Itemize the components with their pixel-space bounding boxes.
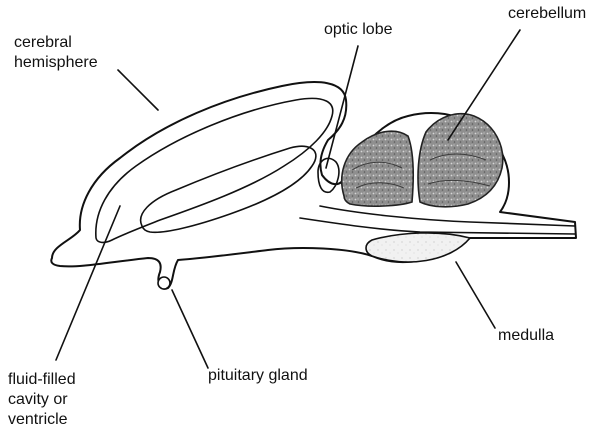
leader-ventricle: [56, 206, 120, 360]
label-pituitary-gland: pituitary gland: [208, 367, 308, 384]
label-cerebellum: cerebellum: [508, 5, 586, 22]
label-ventricle-line3: ventricle: [8, 411, 68, 428]
ventricle-outline: [141, 146, 316, 232]
label-ventricle: fluid-filled cavity or ventricle: [8, 371, 80, 428]
leader-cerebral-hemisphere: [118, 70, 158, 110]
medulla-region: [366, 233, 470, 262]
leader-pituitary: [172, 290, 208, 368]
brain-outer-outline: [51, 82, 576, 289]
cerebellum-left-lobe: [342, 131, 413, 206]
leader-medulla: [456, 262, 495, 328]
pituitary-gland-shape: [158, 277, 170, 289]
label-cerebral-line1: cerebral: [14, 34, 72, 51]
label-medulla: medulla: [498, 327, 554, 344]
cerebellum-right-lobe: [418, 114, 503, 207]
cerebral-hemisphere-inner: [96, 98, 333, 242]
label-optic-lobe: optic lobe: [324, 21, 393, 38]
label-cerebral-line2: hemisphere: [14, 54, 98, 71]
label-ventricle-line1: fluid-filled: [8, 371, 76, 388]
label-cerebral-hemisphere: cerebral hemisphere: [14, 34, 98, 71]
label-ventricle-line2: cavity or: [8, 391, 68, 408]
